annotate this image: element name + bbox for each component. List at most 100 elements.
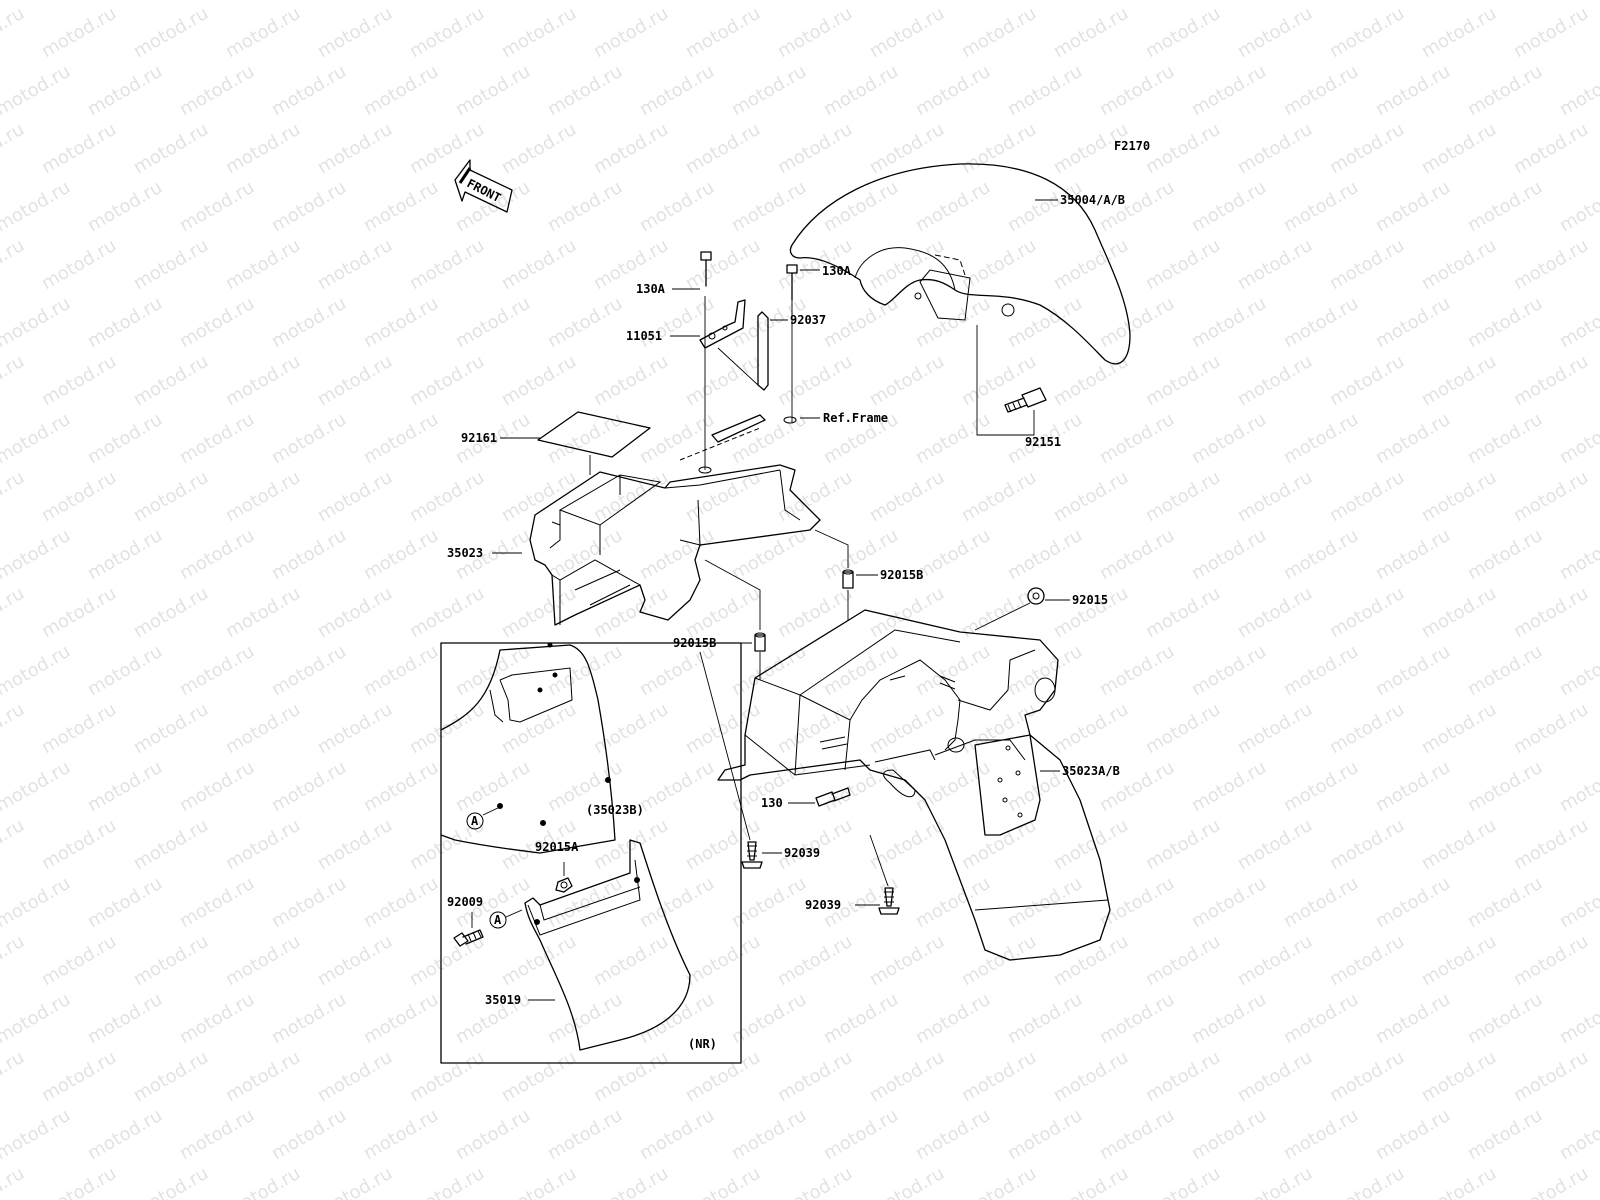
figure-code: F2170: [1114, 139, 1150, 153]
bolt-130-part: [815, 787, 851, 807]
callout-92039-left: 92039: [784, 846, 820, 860]
watermark-text: motod.ru: [1326, 467, 1408, 526]
watermark-text: motod.ru: [1004, 0, 1086, 4]
watermark-text: motod.ru: [912, 0, 994, 4]
watermark-text: motod.ru: [268, 293, 350, 352]
watermark-text: motod.ru: [1372, 525, 1454, 584]
watermark-text: motod.ru: [1464, 989, 1546, 1048]
watermark-text: motod.ru: [130, 3, 212, 62]
watermark-text: motod.ru: [1096, 0, 1178, 4]
watermark-text: motod.ru: [774, 1047, 856, 1106]
watermark-text: motod.ru: [866, 1047, 948, 1106]
watermark-text: motod.ru: [866, 815, 948, 874]
watermark-text: motod.ru: [544, 409, 626, 468]
watermark-text: motod.ru: [0, 873, 74, 932]
watermark-text: motod.ru: [1556, 757, 1600, 816]
watermark-text: motod.ru: [590, 931, 672, 990]
watermark-text: motod.ru: [130, 351, 212, 410]
watermark-text: motod.ru: [1142, 931, 1224, 990]
watermark-text: motod.ru: [360, 757, 442, 816]
watermark-text: motod.ru: [1464, 1105, 1546, 1164]
watermark-text: motod.ru: [1556, 525, 1600, 584]
watermark-text: motod.ru: [820, 0, 902, 4]
rear-fender-35023ab-part: [717, 609, 1111, 961]
watermark-text: motod.ru: [866, 1163, 948, 1200]
callout-92151: 92151: [1025, 435, 1061, 449]
watermark-text: motod.ru: [1372, 873, 1454, 932]
callout-92015: 92015: [1072, 593, 1108, 607]
watermark-text: motod.ru: [866, 931, 948, 990]
watermark-text: motod.ru: [958, 119, 1040, 178]
bolt-92151-part: [1004, 387, 1047, 413]
callout-ref-frame: Ref.Frame: [823, 411, 888, 425]
watermark-text: motod.ru: [1050, 3, 1132, 62]
watermark-text: motod.ru: [1142, 1163, 1224, 1200]
watermark-text: motod.ru: [1234, 1047, 1316, 1106]
watermark-text: motod.ru: [1510, 3, 1592, 62]
watermark-text: motod.ru: [314, 1163, 396, 1200]
watermark-text: motod.ru: [1372, 409, 1454, 468]
rivet-92039-left-part: [741, 841, 763, 869]
watermark-text: motod.ru: [222, 1047, 304, 1106]
watermark-text: motod.ru: [38, 467, 120, 526]
watermark-text: motod.ru: [1372, 177, 1454, 236]
watermark-text: motod.ru: [544, 1105, 626, 1164]
watermark-text: motod.ru: [1142, 119, 1224, 178]
watermark-text: motod.ru: [1418, 235, 1500, 294]
watermark-text: motod.ru: [1188, 61, 1270, 120]
watermark-text: motod.ru: [452, 177, 534, 236]
watermark-text: motod.ru: [38, 1047, 120, 1106]
watermark-text: motod.ru: [498, 3, 580, 62]
watermark-text: motod.ru: [1280, 61, 1362, 120]
callout-92015b-right: 92015B: [880, 568, 923, 582]
watermark-text: motod.ru: [176, 0, 258, 4]
watermark-text: motod.ru: [774, 815, 856, 874]
watermark-text: motod.ru: [682, 699, 764, 758]
watermark-text: motod.ru: [360, 1105, 442, 1164]
watermark-text: motod.ru: [0, 583, 28, 642]
watermark-text: motod.ru: [268, 641, 350, 700]
watermark-text: motod.ru: [1142, 815, 1224, 874]
watermark-text: motod.ru: [176, 293, 258, 352]
battery-case-35023-part: [529, 464, 821, 626]
watermark-text: motod.ru: [498, 467, 580, 526]
watermark-text: motod.ru: [314, 351, 396, 410]
watermark-text: motod.ru: [498, 699, 580, 758]
callout-130a-top: 130A: [636, 282, 666, 296]
watermark-text: motod.ru: [636, 0, 718, 4]
watermark-text: motod.ru: [1188, 177, 1270, 236]
watermark-text: motod.ru: [636, 873, 718, 932]
watermark-text: motod.ru: [728, 525, 810, 584]
watermark-text: motod.ru: [820, 641, 902, 700]
watermark-text: motod.ru: [38, 351, 120, 410]
watermark-text: motod.ru: [1556, 989, 1600, 1048]
watermark-text: motod.ru: [912, 61, 994, 120]
watermark-text: motod.ru: [1556, 409, 1600, 468]
callout-11051: 11051: [626, 329, 662, 343]
watermark-text: motod.ru: [222, 931, 304, 990]
watermark-text: motod.ru: [774, 3, 856, 62]
watermark-text: motod.ru: [1050, 583, 1132, 642]
watermark-text: motod.ru: [1096, 409, 1178, 468]
watermark-text: motod.ru: [1372, 641, 1454, 700]
watermark-text: motod.ru: [1234, 1163, 1316, 1200]
watermark-text: motod.ru: [1142, 1047, 1224, 1106]
watermark-text: motod.ru: [176, 989, 258, 1048]
watermark-text: motod.ru: [1234, 235, 1316, 294]
watermark-text: motod.ru: [1418, 119, 1500, 178]
watermark-text: motod.ru: [1280, 409, 1362, 468]
watermark-text: motod.ru: [360, 61, 442, 120]
watermark-text: motod.ru: [1418, 699, 1500, 758]
watermark-text: motod.ru: [1556, 1105, 1600, 1164]
watermark-text: motod.ru: [222, 351, 304, 410]
watermark-text: motod.ru: [1418, 931, 1500, 990]
watermark-text: motod.ru: [636, 293, 718, 352]
watermark-text: motod.ru: [1188, 757, 1270, 816]
watermark-text: motod.ru: [1050, 815, 1132, 874]
watermark-text: motod.ru: [682, 119, 764, 178]
watermark-text: motod.ru: [1280, 1105, 1362, 1164]
bolt-130a-top-part: [700, 251, 712, 287]
watermark-text: motod.ru: [1418, 583, 1500, 642]
watermark-text: motod.ru: [682, 3, 764, 62]
watermark-text: motod.ru: [360, 873, 442, 932]
